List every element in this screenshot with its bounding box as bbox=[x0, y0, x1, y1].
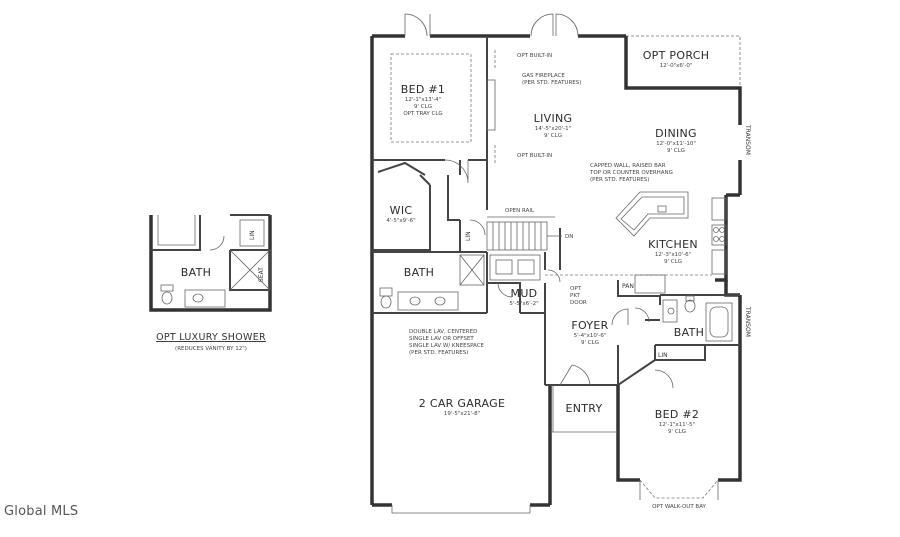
room-entry-name: ENTRY bbox=[565, 402, 602, 415]
note-dn: DN bbox=[565, 234, 573, 240]
room-garage-dim: 19'-5"x21'-8" bbox=[444, 411, 480, 417]
note-door: DOOR bbox=[570, 300, 587, 306]
room-mud-name: MUD bbox=[511, 287, 538, 300]
note-seat: SEAT bbox=[258, 267, 265, 282]
room-bed2-name: BED #2 bbox=[655, 408, 699, 421]
note-lav-4: (PER STD. FEATURES) bbox=[409, 350, 468, 356]
note-pan: PAN bbox=[622, 283, 634, 290]
room-dining-clg: 9' CLG bbox=[667, 148, 685, 154]
caption-subtitle: (REDUCES VANITY BY 12") bbox=[175, 346, 247, 352]
room-wic-name: WIC bbox=[390, 204, 413, 217]
staircase bbox=[486, 216, 562, 251]
note-gas-fireplace: GAS FIREPLACE bbox=[522, 73, 565, 79]
room-kitchen-dim: 12'-3"x10'-6" bbox=[655, 252, 691, 258]
room-living-clg: 9' CLG bbox=[544, 133, 562, 139]
note-capped-wall-2: TOP OR COUNTER OVERHANG bbox=[589, 170, 673, 176]
note-lav-2: SINGLE LAV OR OFFSET bbox=[409, 336, 474, 342]
room-porch-dim: 12'-0"x6'-0" bbox=[660, 63, 693, 69]
room-living-name: LIVING bbox=[534, 112, 573, 125]
caption-title: OPT LUXURY SHOWER bbox=[156, 332, 266, 343]
room-dining-name: DINING bbox=[655, 127, 697, 140]
exterior-walls bbox=[370, 34, 742, 507]
note-opt: OPT bbox=[570, 286, 582, 292]
kitchen-fixtures bbox=[545, 191, 727, 294]
inset-caption: OPT LUXURY SHOWER (REDUCES VANITY BY 12"… bbox=[156, 332, 266, 352]
note-walkout-bay: OPT WALK-OUT BAY bbox=[652, 504, 706, 510]
room-bed2-clg: 9' CLG bbox=[668, 429, 686, 435]
note-opt-built-in-bottom: OPT BUILT-IN bbox=[517, 153, 552, 159]
note-lin-opt: LIN bbox=[249, 230, 256, 240]
note-lav-3: SINGLE LAV W/ KNEESPACE bbox=[409, 343, 485, 349]
garage-door bbox=[391, 505, 531, 514]
watermark-logo: Global MLS bbox=[4, 504, 79, 519]
room-dining-dim: 12'-0"x11'-10" bbox=[656, 141, 696, 147]
room-bed1-extra: OPT TRAY CLG bbox=[403, 111, 442, 117]
room-bed1-clg: 9' CLG bbox=[414, 104, 432, 110]
note-lin-stair: LIN bbox=[465, 231, 472, 241]
plan-notes: OPT BUILT-IN GAS FIREPLACE (PER STD. FEA… bbox=[249, 53, 751, 510]
room-wic-dim: 4'-5"x9'-6" bbox=[386, 218, 415, 224]
room-bath-opt-name: BATH bbox=[181, 266, 211, 279]
room-bed2-dim: 12'-1"x11'-5" bbox=[659, 422, 695, 428]
room-garage-name: 2 CAR GARAGE bbox=[419, 397, 506, 410]
bath-fixtures bbox=[379, 50, 733, 342]
opt-luxury-shower-inset bbox=[149, 214, 272, 312]
room-porch-name: OPT PORCH bbox=[643, 49, 710, 62]
note-capped-wall-3: (PER STD. FEATURES) bbox=[590, 177, 649, 183]
note-pkt: PKT bbox=[570, 293, 580, 299]
room-mud-dim: 5'-5"x6'-2" bbox=[509, 301, 538, 307]
note-transom-bottom: TRANSOM bbox=[744, 306, 751, 337]
room-foyer-clg: 9' CLG bbox=[581, 340, 599, 346]
note-lin-bath2: LIN bbox=[658, 352, 668, 359]
room-bed1-name: BED #1 bbox=[401, 83, 445, 96]
room-foyer-name: FOYER bbox=[571, 319, 608, 332]
room-bath2-name: BATH bbox=[674, 326, 704, 339]
note-transom-top: TRANSOM bbox=[744, 124, 751, 155]
note-lav-1: DOUBLE LAV, CENTERED bbox=[409, 329, 477, 335]
note-gas-fireplace-std: (PER STD. FEATURES) bbox=[522, 80, 581, 86]
room-labels: BED #1 12'-1"x13'-4" 9' CLG OPT TRAY CLG… bbox=[181, 49, 709, 435]
doors bbox=[404, 13, 719, 500]
room-living-dim: 14'-5"x20'-1" bbox=[535, 126, 571, 132]
room-kitchen-name: KITCHEN bbox=[648, 238, 698, 251]
room-foyer-dim: 5'-4"x10'-6" bbox=[574, 333, 607, 339]
room-bed1-dim: 12'-1"x13'-4" bbox=[405, 97, 441, 103]
room-kitchen-clg: 9' CLG bbox=[664, 259, 682, 265]
note-capped-wall-1: CAPPED WALL, RAISED BAR bbox=[590, 163, 666, 169]
note-opt-built-in-top: OPT BUILT-IN bbox=[517, 53, 552, 59]
room-bath-name: BATH bbox=[404, 266, 434, 279]
note-open-rail: OPEN RAIL bbox=[505, 208, 535, 214]
